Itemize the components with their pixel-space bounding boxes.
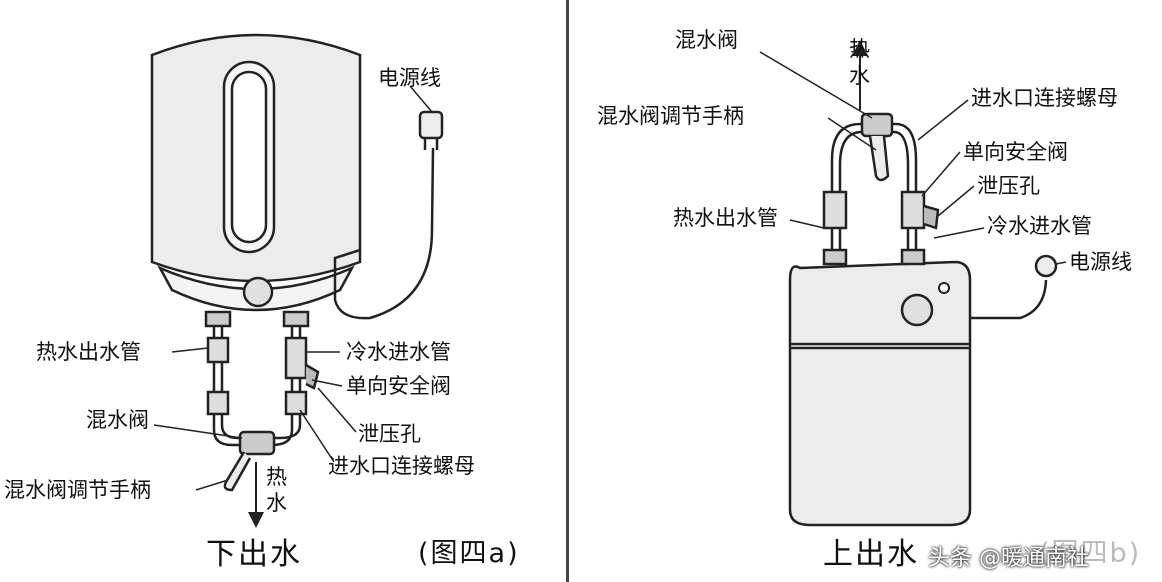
left-label-hot-outlet-pipe: 热水出水管 xyxy=(36,340,141,364)
left-label-inlet-nut: 进水口连接螺母 xyxy=(328,454,475,478)
left-figure-number: (图四a) xyxy=(418,538,520,569)
right-thermostat-knob xyxy=(900,293,934,327)
right-leader-lines xyxy=(759,51,1067,265)
right-label-hot-water: 热 水 xyxy=(849,37,870,89)
right-label-mixing-valve-handle: 混水阀调节手柄 xyxy=(597,104,744,128)
right-label-cold-inlet-pipe: 冷水进水管 xyxy=(987,214,1092,238)
left-label-mixing-valve: 混水阀 xyxy=(86,408,149,432)
right-indicator-dot xyxy=(938,282,950,294)
right-label-hot-outlet-pipe: 热水出水管 xyxy=(673,206,778,230)
watermark: 头条 @暖通南社 xyxy=(928,546,1089,571)
left-label-power-cord: 电源线 xyxy=(378,66,441,90)
left-sight-window xyxy=(222,60,276,254)
left-label-hot-water: 热 水 xyxy=(266,465,287,516)
left-label-cold-inlet-pipe: 冷水进水管 xyxy=(346,340,451,364)
left-panel: 电源线 热水出水管 冷水进水管 单向安全阀 混水阀 泄压孔 混水阀调节手柄 进水… xyxy=(0,0,566,582)
left-caption: 下出水 xyxy=(206,537,302,572)
right-power-cord xyxy=(970,254,1058,320)
right-figure-number: (图四b) xyxy=(1039,538,1142,569)
right-label-relief-hole: 泄压孔 xyxy=(977,174,1040,198)
right-caption: 上出水 xyxy=(823,537,919,572)
right-panel: 混水阀 热 水 混水阀调节手柄 进水口连接螺母 单向安全阀 泄压孔 热水出水管 … xyxy=(569,0,1162,582)
right-pipes xyxy=(822,112,940,266)
right-heater-tank xyxy=(788,260,972,527)
left-thermostat-knob xyxy=(242,276,274,308)
right-label-inlet-nut: 进水口连接螺母 xyxy=(971,86,1118,110)
left-leader-lines xyxy=(153,85,433,491)
left-pipes xyxy=(204,310,320,492)
right-label-check-safety-valve: 单向安全阀 xyxy=(963,140,1068,164)
panel-divider xyxy=(566,0,569,582)
left-power-cord xyxy=(333,110,444,320)
right-label-power-cord: 电源线 xyxy=(1069,250,1132,274)
left-label-check-safety-valve: 单向安全阀 xyxy=(346,374,451,398)
left-label-relief-hole: 泄压孔 xyxy=(358,422,421,446)
right-label-mixing-valve: 混水阀 xyxy=(675,28,738,52)
left-label-mixing-valve-handle: 混水阀调节手柄 xyxy=(4,478,151,502)
